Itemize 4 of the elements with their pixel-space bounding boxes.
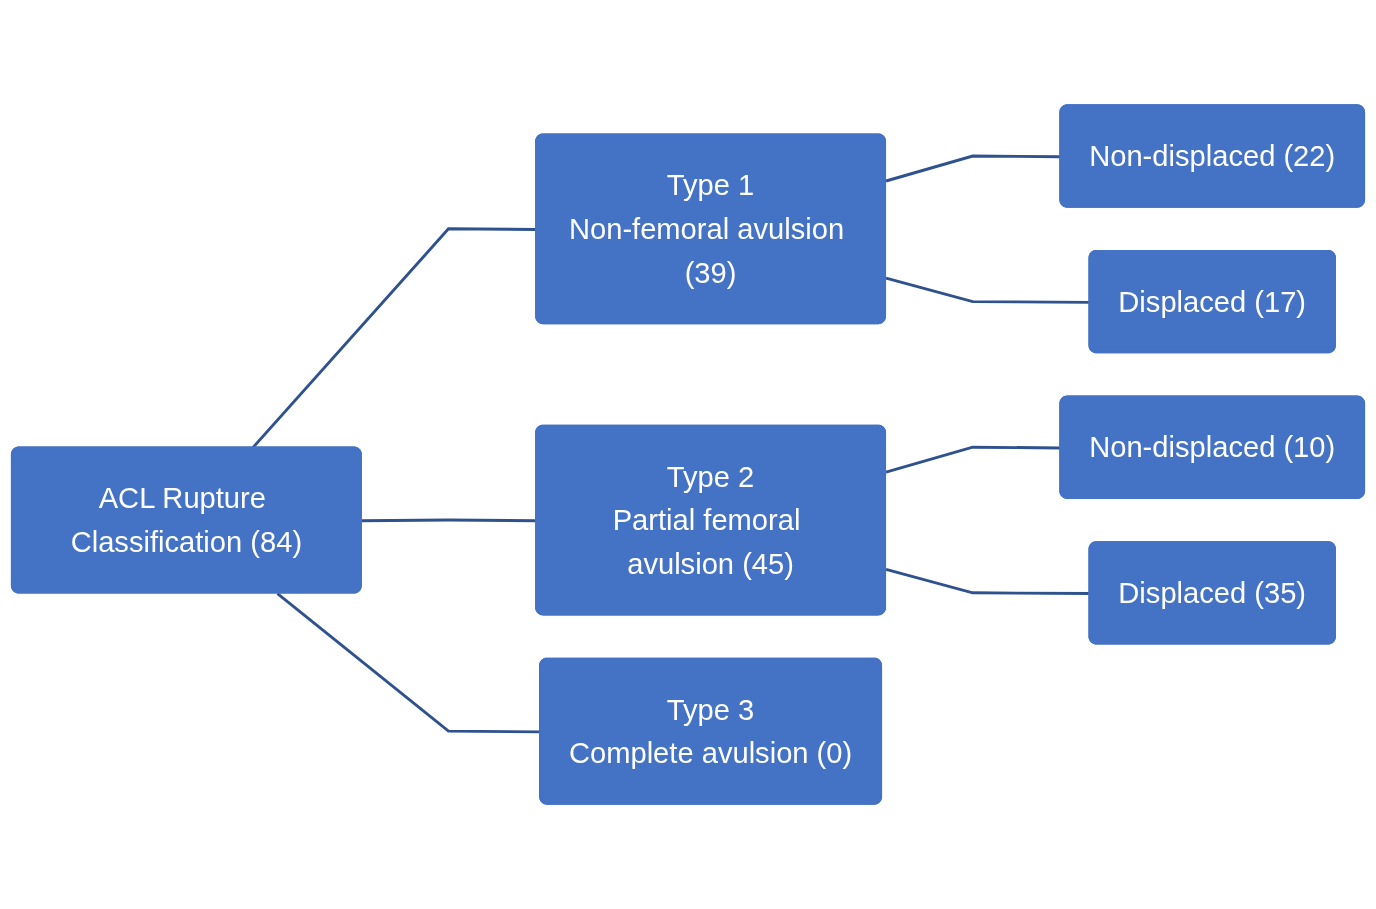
connector	[885, 276, 1090, 304]
connector	[885, 154, 1061, 183]
connector	[885, 445, 1061, 474]
connector	[885, 567, 1090, 595]
